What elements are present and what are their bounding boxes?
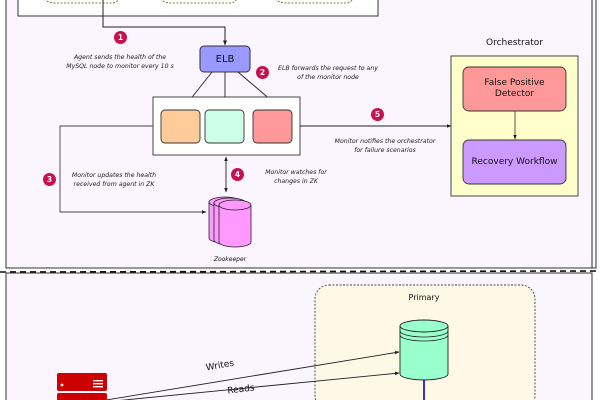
false-positive-detector-node[interactable]: [462, 66, 567, 112]
step-2-line1: ELB forwards the request to any: [278, 65, 378, 72]
edge-elb-to-monitor-1: [188, 71, 213, 102]
step-3-badge: 3: [43, 173, 56, 186]
recovery-workflow-node[interactable]: [462, 139, 567, 185]
edge-agent-to-elb: [102, 0, 227, 46]
step-2-line2: of the monitor node: [297, 73, 359, 81]
step-5-line2: for failure scenarios: [354, 146, 416, 154]
monitor-node-3[interactable]: [252, 109, 293, 144]
section-separator: [0, 270, 600, 273]
edge-monitor-to-zookeeper: [59, 125, 207, 214]
step-5-badge: 5: [371, 108, 384, 121]
false-positive-detector-line2: Detector: [494, 89, 535, 99]
step-3-line2: received from agent in ZK: [73, 180, 155, 188]
step-5-line1: Monitor notifies the orchestrator: [334, 138, 436, 145]
agent-host-group: [17, 0, 379, 17]
monitor-node-1[interactable]: [160, 109, 201, 144]
step-4-line2: changes in ZK: [274, 177, 318, 185]
edge-elb-to-monitor-3: [237, 71, 273, 102]
false-positive-detector-label: False Positive Detector: [463, 67, 566, 111]
recovery-workflow-label: Recovery Workflow: [471, 157, 558, 167]
step-4-line1: Monitor watches for: [265, 169, 327, 176]
step-5-text: Monitor notifies the orchestrator for fa…: [325, 138, 445, 155]
step-1-badge: 1: [114, 31, 127, 44]
step-4-badge: 4: [231, 168, 244, 181]
step-3-line1: Monitor updates the health: [71, 172, 157, 179]
step-3-text: Monitor updates the health received from…: [64, 172, 164, 189]
primary-label: Primary: [408, 293, 440, 302]
orchestrator-title: Orchestrator: [486, 38, 543, 48]
step-2-badge: 2: [256, 66, 269, 79]
step-1-text: Agent sends the health of the MySQL node…: [55, 54, 185, 71]
client-server-icon[interactable]: [57, 373, 107, 400]
elb-label: ELB: [215, 53, 235, 65]
monitor-node-2[interactable]: [204, 109, 245, 144]
step-1-line1: Agent sends the health of the: [73, 54, 167, 61]
step-1-line2: MySQL node to monitor every 10 s: [66, 62, 174, 70]
primary-database[interactable]: [399, 319, 449, 381]
zookeeper-label: Zookeeper: [213, 256, 247, 263]
edge-reads: [119, 371, 400, 400]
agent-host-1: [44, 0, 119, 4]
zookeeper-node[interactable]: [208, 196, 252, 248]
edge-writes: [103, 350, 400, 400]
agent-host-2: [160, 0, 237, 4]
agent-host-3: [275, 0, 353, 4]
step-2-text: ELB forwards the request to any of the m…: [272, 65, 384, 82]
step-4-text: Monitor watches for changes in ZK: [256, 169, 336, 186]
false-positive-detector-line1: False Positive: [484, 78, 545, 88]
